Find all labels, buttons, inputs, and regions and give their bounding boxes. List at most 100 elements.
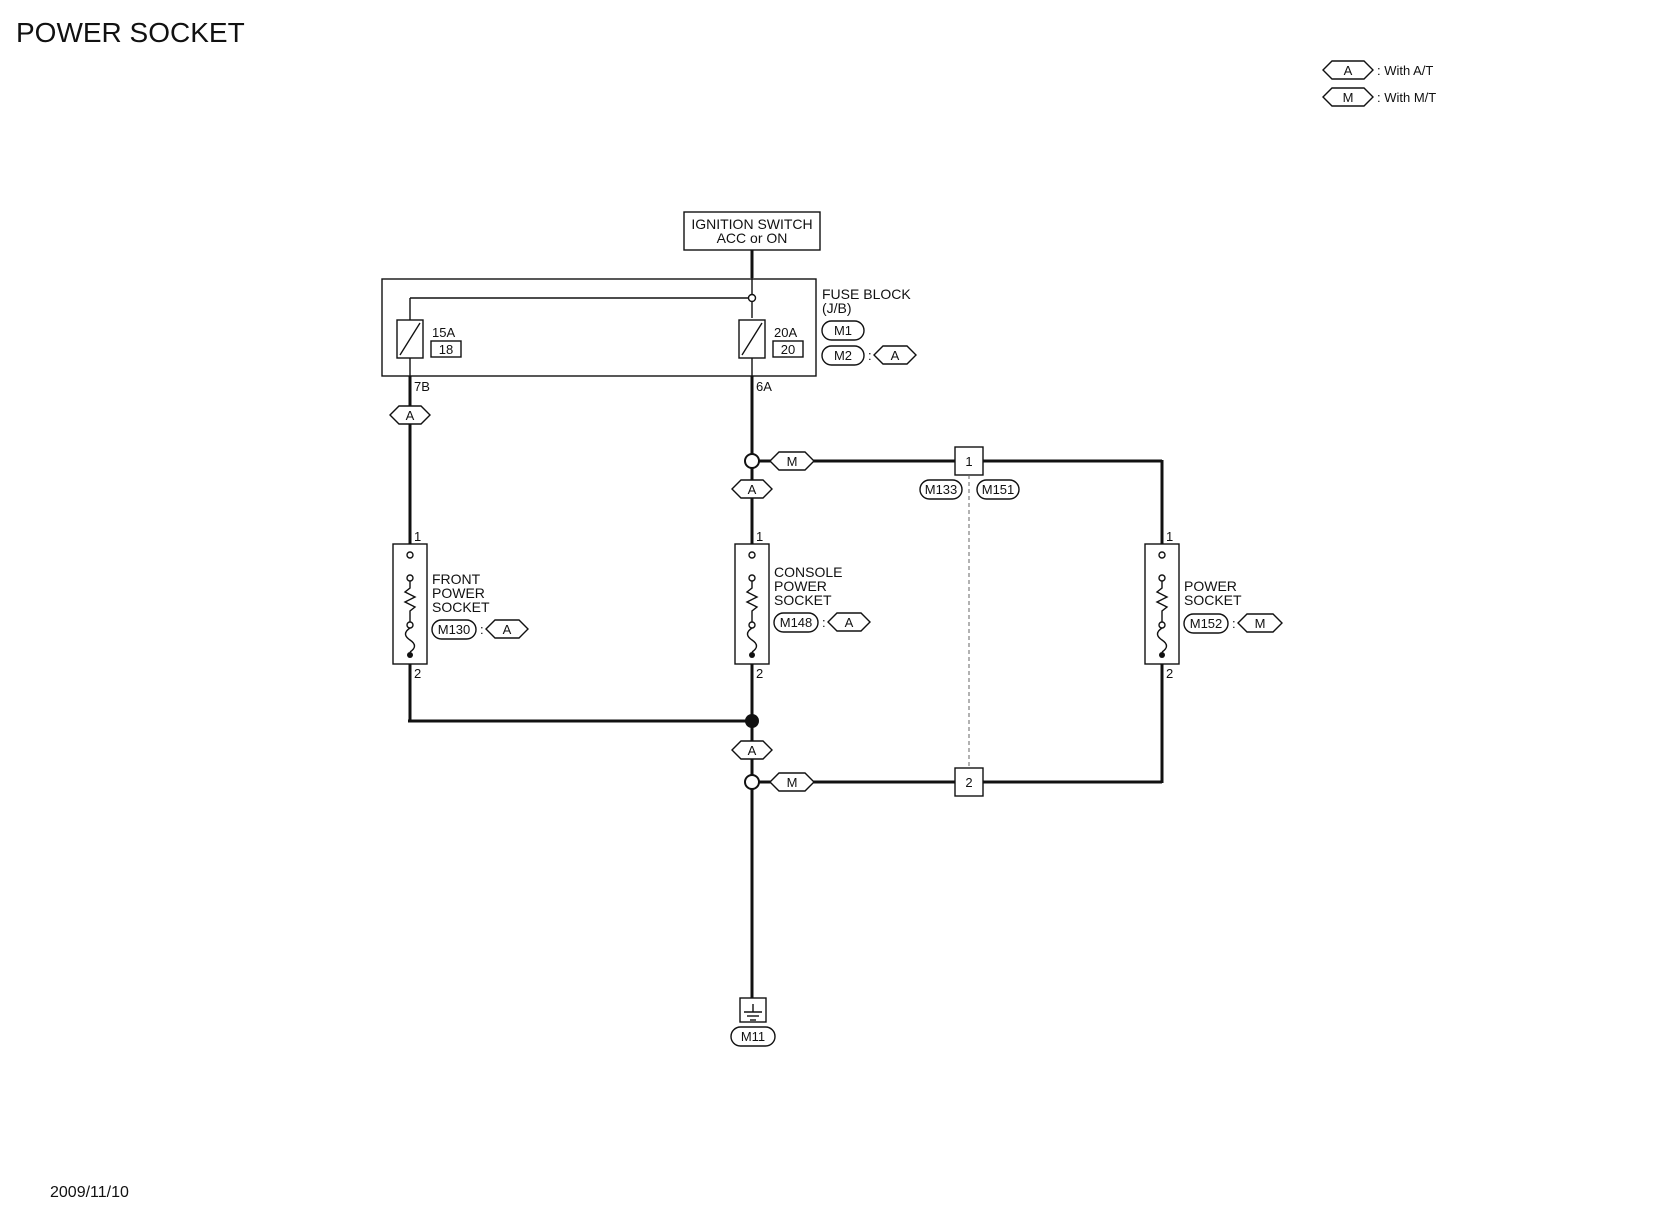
console-socket-lighter-coil [746,627,758,653]
console-socket-pin-2: 2 [756,666,763,681]
front-socket-terminal-1 [406,551,414,559]
legend-m-tag [1322,87,1374,107]
front-socket-pin-2: 2 [414,666,421,681]
mt-upper-condition: M [787,454,798,469]
power-socket-lighter-coil [1156,627,1168,653]
connector-m2-condition-tag [873,345,917,365]
connector-m2-colon: : [868,348,872,363]
ignition-switch-mode: ACC or ON [717,230,788,246]
mt-upper-condition-tag [769,451,815,471]
power-socket-pin-2: 2 [1166,666,1173,681]
mt-lower-condition: M [787,775,798,790]
terminal-7b: 7B [414,379,430,394]
fuse-block-splice [747,293,757,303]
connector-m2-tag [821,345,865,366]
fuse-left-amps: 15A [432,325,455,340]
power-socket-contact-1 [1158,574,1166,582]
ground-condition: A [748,743,757,758]
connector-m1: M1 [834,323,852,338]
page-title: POWER SOCKET [16,17,245,48]
front-power-socket: 1 2 FRONT POWER SOCKET M130 : A [392,529,529,681]
power-socket-terminal-1 [1158,551,1166,559]
fuse-block-label: FUSE BLOCK [822,286,911,302]
legend-a-tag [1322,60,1374,80]
fuse-right-element [741,322,763,356]
front-socket-label-1: FRONT [432,571,481,587]
fuse-block: 15A 18 20A 20 FUSE BLOCK (J/B) M1 M2 : A [381,278,917,377]
console-socket-condition: A [845,615,854,630]
legend-a-code: A [1344,63,1353,78]
console-socket-resistor [745,581,759,622]
footer-date: 2009/11/10 [50,1184,129,1201]
console-feed-condition: A [748,482,757,497]
terminal-6a: 6A [756,379,772,394]
ignition-switch-box [683,211,821,251]
ground-condition-tag [731,740,773,760]
ignition-switch: IGNITION SWITCH ACC or ON [683,211,821,251]
power-socket-contact-2 [1158,621,1166,629]
power-socket-label-2: SOCKET [1184,592,1242,608]
joint-pin-1-label: 1 [965,454,972,469]
power-socket-colon: : [1232,616,1236,631]
fuse-left-number-box [430,340,462,358]
front-socket-condition-tag [485,619,529,639]
splice-lower [744,774,760,790]
front-feed-condition-tag [389,405,431,425]
connector-m130-tag [431,619,477,640]
fuse-left-number: 18 [439,342,453,357]
front-socket-terminal-2 [407,652,413,658]
console-socket-contact-2 [748,621,756,629]
console-socket-pin-1: 1 [756,529,763,544]
mt-lower-condition-tag [769,772,815,792]
front-socket-lighter-coil [404,627,416,653]
power-socket-pin-1: 1 [1166,529,1173,544]
connector-m11-tag [730,1026,776,1047]
console-feed-condition-tag [731,479,773,499]
power-socket-resistor [1155,581,1169,622]
connector-m2: M2 [834,348,852,363]
console-socket-terminal-2 [749,652,755,658]
power-socket-terminal-2 [1159,652,1165,658]
power-socket-label-1: POWER [1184,578,1237,594]
legend: A : With A/T M : With M/T [1322,60,1436,107]
front-socket-colon: : [480,622,484,637]
front-socket-label-2: POWER [432,585,485,601]
console-socket-label-2: POWER [774,578,827,594]
console-socket-terminal-1 [748,551,756,559]
splice-upper [744,453,760,469]
front-socket-resistor [403,581,417,622]
console-socket-label-1: CONSOLE [774,564,842,580]
connector-m148: M148 [780,615,813,630]
fuse-right-number-box [772,340,804,358]
joint-pin-2-label: 2 [965,775,972,790]
connector-m130: M130 [438,622,471,637]
console-socket-colon: : [822,615,826,630]
console-socket-condition-tag [827,612,871,632]
mt-power-socket: 1 2 POWER SOCKET M152 : M [1144,529,1283,681]
connector-m11: M11 [741,1029,765,1044]
legend-m-text: : With M/T [1377,90,1436,105]
front-socket-condition: A [503,622,512,637]
connector-m152-tag [1183,613,1229,634]
front-feed-condition: A [406,408,415,423]
legend-m-code: M [1343,90,1354,105]
ground-box [739,997,767,1023]
front-socket-pin-1: 1 [414,529,421,544]
connector-m152: M152 [1190,616,1223,631]
console-socket-contact-1 [748,574,756,582]
power-socket-condition-tag [1237,613,1283,633]
splice-ground-joint [745,714,759,728]
console-power-socket: 1 2 CONSOLE POWER SOCKET M148 : A [734,529,871,681]
connector-m1-tag [821,320,865,341]
console-socket-label-3: SOCKET [774,592,832,608]
legend-a-text: : With A/T [1377,63,1433,78]
connector-m151-tag [976,479,1020,500]
fuse-right-amps: 20A [774,325,797,340]
connector-m151: M151 [982,482,1015,497]
power-socket-condition: M [1255,616,1266,631]
connector-m133-tag [919,479,963,500]
fuse-left-element [399,322,421,356]
fuse-right-number: 20 [781,342,795,357]
ignition-switch-label: IGNITION SWITCH [691,216,812,232]
